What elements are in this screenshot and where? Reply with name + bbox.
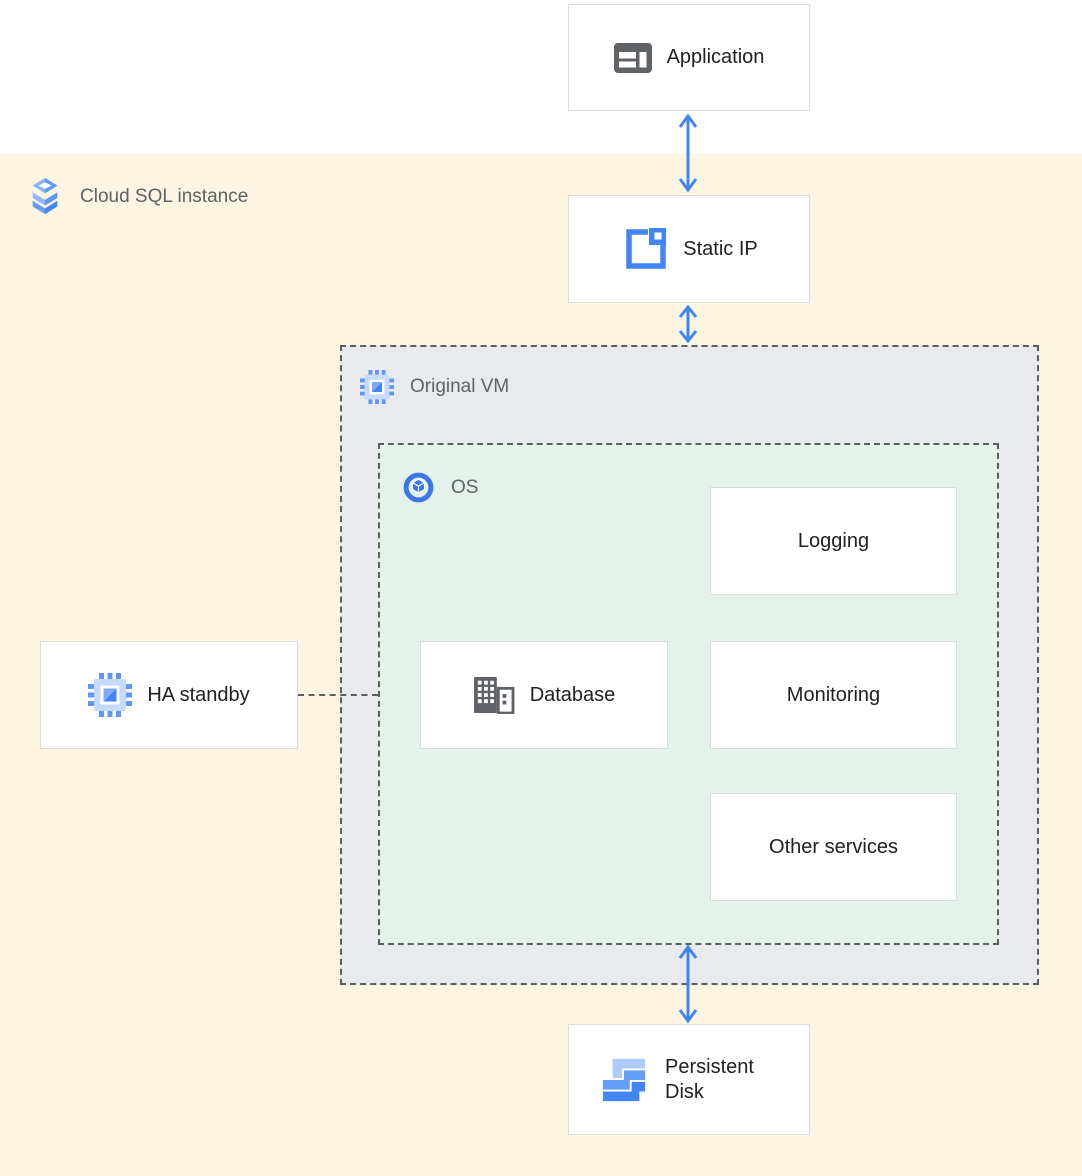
node-application: Application (568, 4, 810, 111)
application-label: Application (666, 46, 765, 68)
arrow-static-ip-vm (678, 304, 698, 344)
cloud-sql-icon (32, 178, 58, 215)
node-database: Database (420, 641, 668, 749)
compute-engine-icon (88, 673, 133, 717)
arrow-application-static-ip (678, 113, 698, 193)
connector-ha-standby-vm (298, 694, 378, 696)
database-building-icon (473, 676, 515, 714)
application-window-icon (613, 42, 652, 73)
ha-standby-label: HA standby (147, 683, 250, 706)
node-other-services: Other services (710, 793, 957, 901)
original-vm-label: Original VM (360, 370, 509, 404)
persistent-disk-icon (602, 1058, 646, 1101)
other-services-label: Other services (769, 835, 898, 858)
arrow-os-persistent-disk (678, 944, 698, 1024)
node-monitoring: Monitoring (710, 641, 957, 749)
monitoring-label: Monitoring (786, 683, 881, 706)
cloud-sql-instance-label: Cloud SQL instance (26, 176, 248, 218)
logging-label: Logging (797, 529, 870, 552)
node-persistent-disk: Persistent Disk (568, 1024, 810, 1135)
os-label: OS (402, 471, 478, 504)
node-ha-standby: HA standby (40, 641, 298, 749)
static-ip-label: Static IP (683, 237, 758, 260)
cloud-sql-instance-text: Cloud SQL instance (80, 186, 249, 207)
compute-engine-icon (360, 370, 394, 404)
persistent-disk-label: Persistent Disk (665, 1055, 754, 1103)
node-logging: Logging (710, 487, 957, 595)
os-text: OS (451, 476, 479, 498)
external-ip-icon (626, 228, 667, 269)
node-static-ip: Static IP (568, 195, 810, 303)
original-vm-text: Original VM (410, 376, 510, 397)
os-image-icon (403, 472, 434, 503)
database-label: Database (529, 683, 616, 706)
